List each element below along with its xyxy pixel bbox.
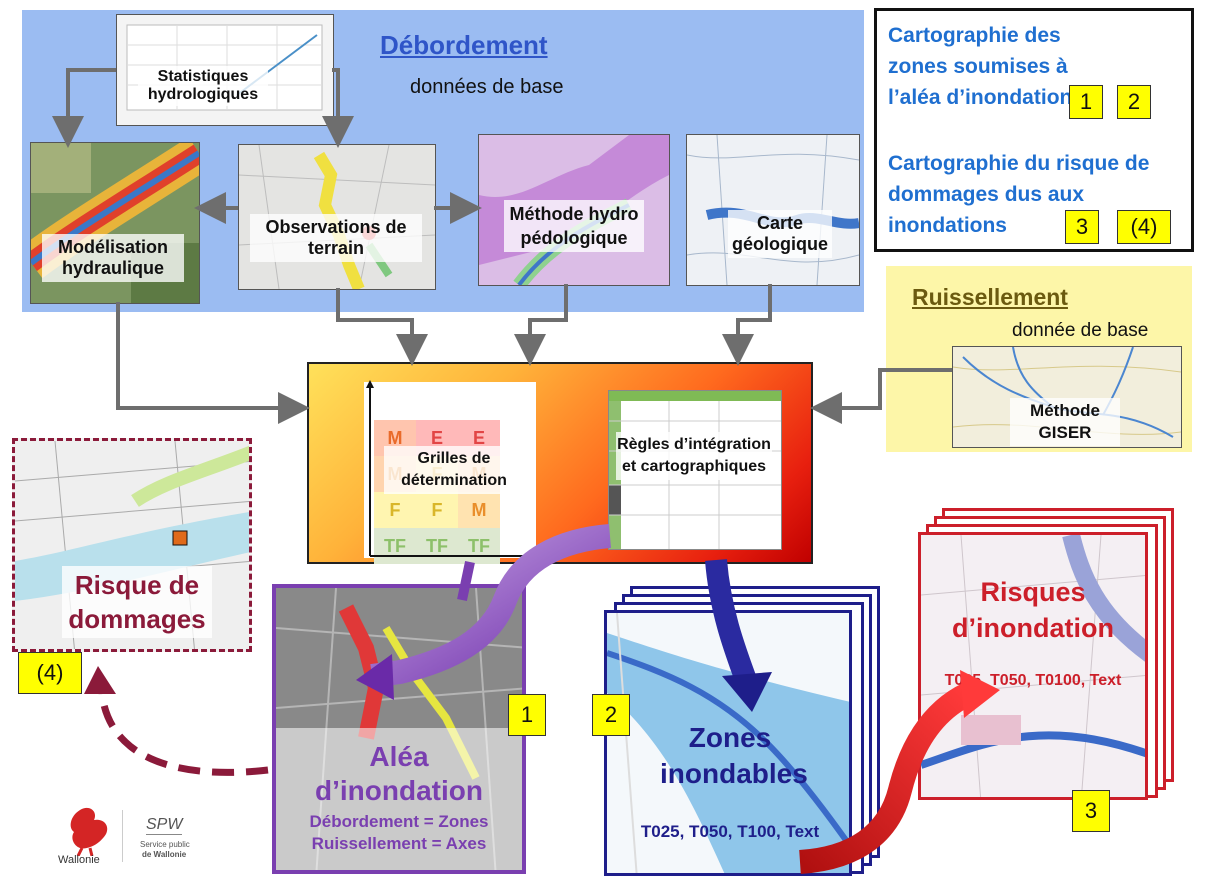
risques-periods: T025, T050, T0100, Text — [944, 672, 1122, 689]
debordement-subtitle: données de base — [410, 76, 564, 98]
zones-periods: T025, T050, T100, Text — [640, 822, 820, 841]
risques-badge: 3 — [1072, 790, 1110, 832]
legend-badge-2: 2 — [1117, 85, 1151, 119]
legend-line-risque: Cartographie du risque de dommages dus a… — [888, 152, 1150, 237]
giser-label: Méthode GISER — [1010, 398, 1120, 446]
observations-label: Observations de terrain — [250, 214, 422, 262]
grid-cell: F — [374, 492, 416, 528]
alea-line1: Débordement = Zones — [309, 812, 489, 831]
zones-badge: 2 — [592, 694, 630, 736]
risques-title: Risques d’inondation — [952, 577, 1114, 643]
arrow-modelisation-center — [116, 302, 310, 424]
wallonie-logo: Wallonie — [58, 804, 120, 866]
spw-label: SPW — [146, 816, 183, 835]
grilles-label: Grilles de détermination — [384, 446, 524, 494]
ruissellement-title: Ruissellement — [912, 284, 1068, 310]
risque-dommages-label: Risque de dommages — [62, 566, 212, 638]
spw-sub2: de Wallonie — [142, 850, 187, 859]
legend-line-alea: Cartographie des zones soumises à l’aléa… — [888, 24, 1073, 109]
alea-line2: Ruissellement = Axes — [311, 834, 487, 853]
ruissellement-subtitle: donnée de base — [1012, 320, 1149, 341]
risques-box — [918, 532, 1148, 800]
debordement-title: Débordement — [380, 30, 548, 60]
regles-table-graphic — [609, 391, 781, 549]
statistiques-label: Statistiques hydrologiques — [138, 66, 268, 106]
zones-title: Zones inondables — [660, 722, 808, 789]
modelisation-label: Modélisation hydraulique — [42, 234, 184, 282]
methode-hydro-label: Méthode hydro pédologique — [504, 200, 644, 252]
logo-divider — [122, 810, 123, 862]
grid-cell: F — [416, 492, 458, 528]
wallonie-label: Wallonie — [58, 854, 100, 866]
rooster-icon — [70, 807, 108, 857]
legend-badge-1: 1 — [1069, 85, 1103, 119]
alea-title: Aléa d’inondation — [315, 741, 483, 806]
alea-badge: 1 — [508, 694, 546, 736]
grid-cell: M — [458, 492, 500, 528]
carte-geologique-label: Carte géologique — [728, 210, 832, 258]
spw-logo: SPW Service public de Wallonie — [134, 808, 194, 864]
spw-sub1: Service public — [140, 840, 190, 849]
regles-label: Règles d’intégration et cartographiques — [616, 432, 772, 480]
legend-badge-4: (4) — [1117, 210, 1171, 244]
arrow-dashed-dommages — [98, 693, 269, 776]
risque-dommages-badge: (4) — [18, 652, 82, 694]
legend-badge-3: 3 — [1065, 210, 1099, 244]
